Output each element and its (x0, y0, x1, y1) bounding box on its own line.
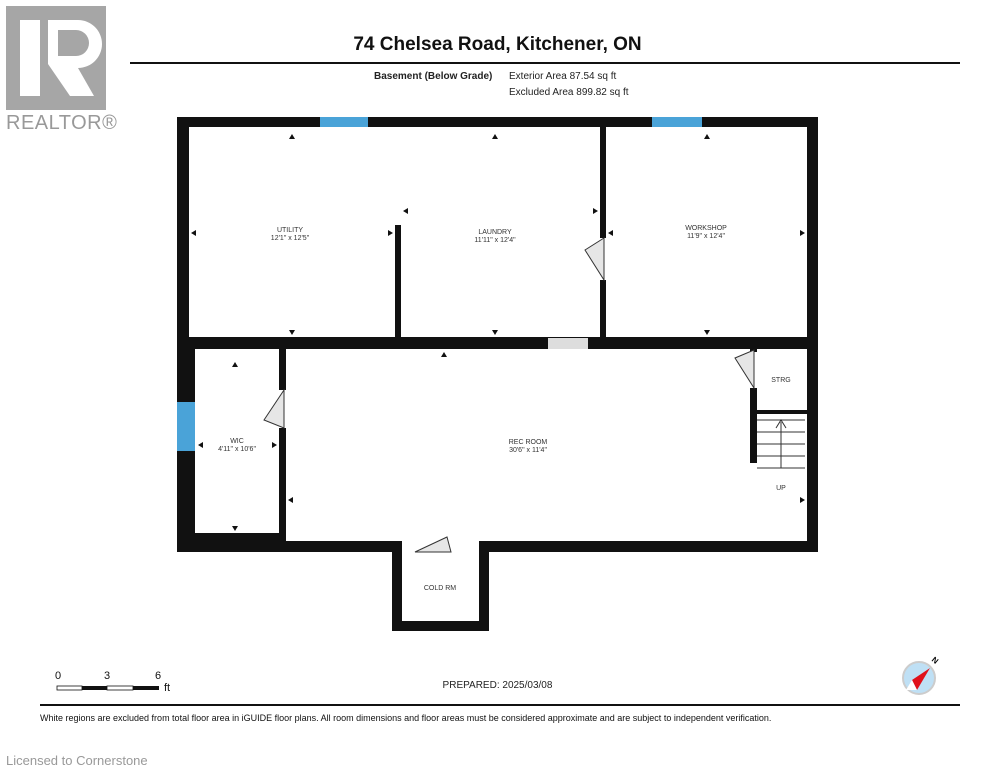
door-swing (414, 536, 452, 553)
room-dims: 30'6" x 11'4" (509, 447, 547, 454)
scale-tick: 6 (155, 670, 162, 682)
dimension-arrows (191, 134, 805, 531)
doorway (548, 338, 588, 349)
realtor-logo-text: REALTOR® (6, 112, 118, 134)
prepared-date: PREPARED: 2025/03/08 (442, 680, 553, 691)
door-swing (584, 237, 605, 282)
disclaimer: White regions are excluded from total fl… (40, 713, 772, 723)
room-dims: 11'9" x 12'4" (687, 233, 725, 240)
compass-icon (902, 661, 936, 695)
scale-tick: 0 (55, 670, 62, 682)
window (177, 402, 195, 451)
room-name: WORKSHOP (685, 225, 727, 232)
scale-tick: 3 (104, 670, 111, 682)
room-name: REC ROOM (509, 439, 548, 446)
divider (130, 62, 960, 64)
window (652, 117, 702, 127)
stairs (757, 419, 805, 469)
exterior-area: Exterior Area 87.54 sq ft (509, 71, 617, 82)
scale-unit: ft (164, 682, 171, 694)
door-swing (263, 388, 285, 429)
window (320, 117, 368, 127)
room-dims: 11'11" x 12'4" (474, 237, 516, 244)
room-name: WIC (230, 438, 244, 445)
divider (40, 704, 960, 706)
scale-bar (56, 685, 159, 691)
windows (177, 117, 702, 451)
door-gaps (263, 237, 757, 553)
realtor-logo (6, 6, 106, 115)
room-dims: 12'1" x 12'5" (271, 235, 310, 242)
room-name: STRG (771, 377, 790, 384)
room-name: COLD RM (424, 585, 456, 592)
walls (177, 117, 818, 631)
room-dims: 4'11" x 10'6" (218, 446, 256, 453)
page-title: 74 Chelsea Road, Kitchener, ON (353, 34, 642, 55)
license-watermark: Licensed to Cornerstone (6, 753, 148, 768)
stairs-label: UP (776, 485, 786, 492)
excluded-area: Excluded Area 899.82 sq ft (509, 87, 629, 98)
room-name: LAUNDRY (478, 229, 512, 236)
level-label: Basement (Below Grade) (374, 71, 493, 82)
room-name: UTILITY (277, 227, 303, 234)
door-swing (734, 349, 755, 390)
